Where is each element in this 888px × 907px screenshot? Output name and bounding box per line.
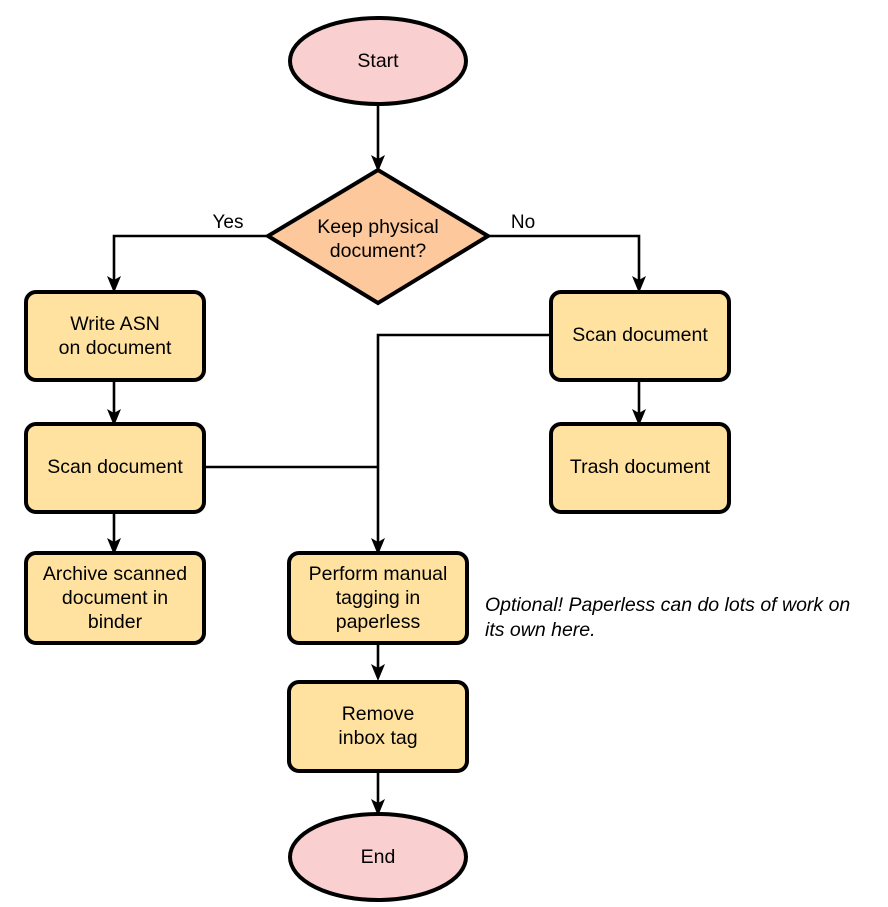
arrowhead-down <box>371 664 385 681</box>
remove-inbox-label-line2: inbox tag <box>338 727 417 749</box>
archive-label-line1: Archive scanned <box>43 563 187 585</box>
start-label: Start <box>357 50 399 72</box>
tagging-box[interactable] <box>287 551 469 645</box>
scan-document-right-box[interactable] <box>549 290 731 382</box>
tagging-label-line2: tagging in <box>336 587 421 609</box>
archive-box[interactable] <box>24 551 206 645</box>
tagging-label-line3: paperless <box>336 611 421 633</box>
edge-label-yes: Yes <box>213 212 244 233</box>
node-perform-manual-tagging[interactable]: Perform manual tagging in paperless <box>287 551 469 645</box>
archive-label-line2: document in <box>62 587 168 609</box>
node-archive-scanned-document[interactable]: Archive scanned document in binder <box>24 551 206 645</box>
start-ellipse[interactable] <box>288 16 468 106</box>
node-scan-document-left[interactable]: Scan document <box>24 422 206 514</box>
write-asn-box[interactable] <box>24 290 206 382</box>
arrowhead-down <box>632 409 646 426</box>
tagging-label-line1: Perform manual <box>309 563 448 585</box>
node-remove-inbox-tag[interactable]: Remove inbox tag <box>287 680 469 773</box>
annotation-line1: Optional! Paperless can do lots of work … <box>485 594 850 616</box>
node-end[interactable]: End <box>288 812 468 902</box>
arrowhead-down <box>371 538 385 555</box>
edge-start-to-decision <box>371 105 385 172</box>
edge-line <box>112 234 275 283</box>
edge-line <box>481 234 641 283</box>
decision-diamond[interactable] <box>264 167 492 306</box>
end-label: End <box>361 846 396 868</box>
edge-decision-no <box>475 229 646 293</box>
edge-removeinbox-to-end <box>371 771 385 816</box>
archive-label-line3: binder <box>88 611 143 633</box>
arrowhead-down <box>107 538 121 555</box>
node-write-asn-on-document[interactable]: Write ASN on document <box>24 290 206 382</box>
arrowhead-down <box>632 276 646 293</box>
node-decision-keep-physical-document[interactable]: Keep physical document? <box>264 167 492 306</box>
edge-writeasn-to-scanleft <box>107 380 121 426</box>
arrowhead-down <box>371 155 385 172</box>
edge-scanright-to-trash <box>632 380 646 426</box>
edge-tagging-to-removeinbox <box>371 643 385 681</box>
edge-label-no: No <box>511 212 535 233</box>
edge-line <box>376 333 552 545</box>
node-scan-document-right[interactable]: Scan document <box>549 290 731 382</box>
trash-document-box[interactable] <box>549 422 731 514</box>
remove-inbox-label-line1: Remove <box>342 703 415 725</box>
scan-document-left-label: Scan document <box>47 456 183 478</box>
edge-scanleft-to-archive <box>107 512 121 555</box>
annotation-line2: its own here. <box>485 619 596 641</box>
edge-scanright-to-tagging <box>371 333 552 555</box>
write-asn-label-line1: Write ASN <box>70 313 160 335</box>
trash-document-label: Trash document <box>570 456 711 478</box>
node-trash-document[interactable]: Trash document <box>549 422 731 514</box>
arrowhead-down <box>371 799 385 816</box>
node-start[interactable]: Start <box>288 16 468 106</box>
edge-decision-yes <box>107 229 281 293</box>
scan-document-right-label: Scan document <box>572 324 708 346</box>
decision-label-line1: Keep physical <box>317 216 438 238</box>
end-ellipse[interactable] <box>288 812 468 902</box>
scan-document-left-box[interactable] <box>24 422 206 514</box>
remove-inbox-tag-box[interactable] <box>287 680 469 773</box>
decision-label-line2: document? <box>330 240 427 262</box>
write-asn-label-line2: on document <box>59 337 172 359</box>
arrowhead-down <box>107 409 121 426</box>
arrowhead-down <box>107 276 121 293</box>
annotation-optional-note: Optional! Paperless can do lots of work … <box>485 594 850 641</box>
